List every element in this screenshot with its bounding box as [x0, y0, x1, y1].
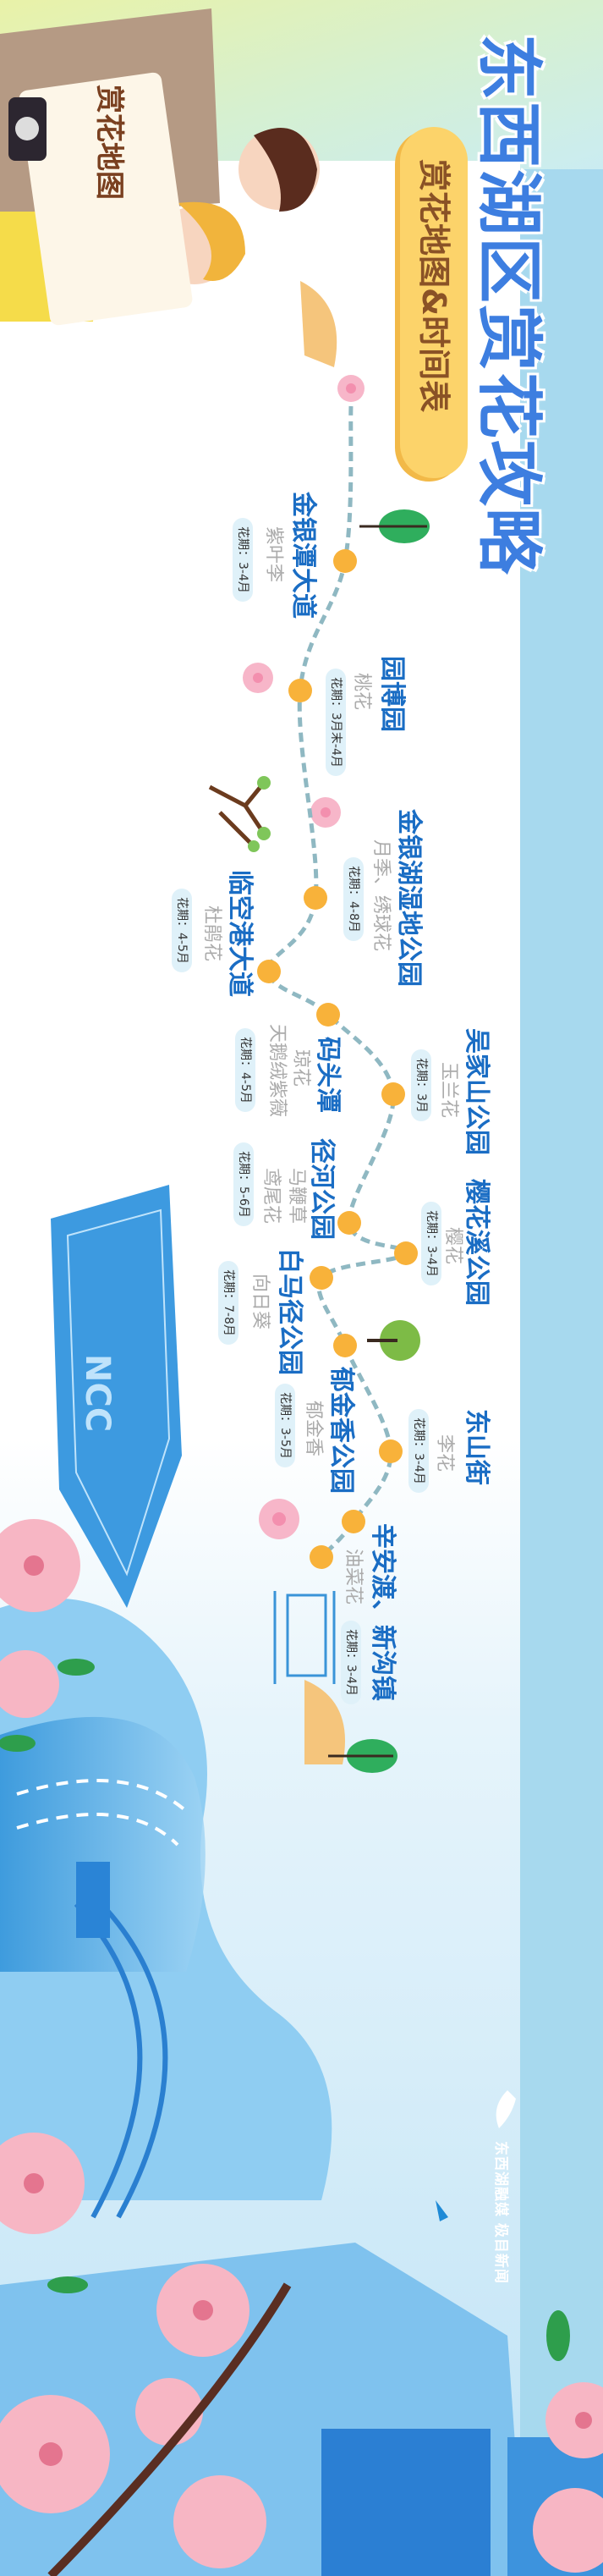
stop-flower: 向日葵 [249, 1274, 271, 1330]
stop-dot [310, 1545, 333, 1569]
stop-flower: 杜鹃花 [201, 905, 222, 962]
stop-dot [257, 960, 281, 983]
branch-tree-icon [208, 776, 271, 852]
bloom-period-badge: 花期：5-6月 [233, 1142, 254, 1226]
stop-name: 园博园 [377, 656, 407, 732]
bird-icon [436, 2200, 448, 2221]
stop-name: 金银湖湿地公园 [394, 809, 424, 987]
bloom-period-badge: 花期：3月 [411, 1049, 431, 1121]
stop-flower: 鸢尾花 [260, 1168, 282, 1225]
stop-dot [337, 1211, 361, 1235]
stop-dot [304, 886, 327, 910]
stop-flower: 天鹅绒紫薇 [266, 1024, 288, 1118]
stop-flower: 紫叶李 [263, 526, 284, 583]
stop-flower: 玉兰花 [438, 1062, 459, 1119]
bloom-period-badge: 花期：3-5月 [275, 1384, 295, 1467]
stop-flower: 琼花 [290, 1049, 311, 1087]
ncc-building [51, 1185, 182, 1608]
building-label: NCC [78, 1354, 117, 1433]
leaf-tree-icon [328, 1739, 397, 1773]
stop-name: 白马径公园 [275, 1248, 304, 1375]
flower-icon [243, 663, 273, 693]
stop-flower: 马鞭草 [286, 1168, 307, 1225]
stop-flower: 郁金香 [303, 1401, 324, 1457]
boat-shape [300, 281, 337, 367]
stop-flower: 李花 [434, 1434, 455, 1472]
stop-flower: 月季、绣球花 [370, 839, 392, 952]
stop-name: 东山街 [462, 1409, 491, 1485]
boat-shape [304, 1680, 345, 1764]
bloom-period-badge: 花期：3-4月 [341, 1621, 361, 1704]
stop-dot [316, 1003, 340, 1027]
tower [76, 1862, 110, 1938]
stop-name: 辛安渡、新沟镇 [368, 1523, 397, 1701]
bloom-period-badge: 花期：3-4月 [233, 518, 253, 602]
stop-flower: 桃花 [351, 673, 372, 711]
stop-dot [342, 1510, 365, 1533]
gate-icon [273, 1591, 336, 1684]
stop-name: 临空港大道 [225, 870, 255, 997]
logo-mark [496, 2090, 516, 2128]
stop-name: 樱花溪公园 [462, 1179, 491, 1306]
stop-flower: 油菜花 [343, 1549, 364, 1605]
sign-text: 赏花地图 [92, 85, 126, 200]
bridge [74, 1902, 168, 2219]
stop-name: 径河公园 [307, 1138, 337, 1240]
flower-icon [310, 797, 341, 828]
stop-flower: 樱花 [442, 1227, 463, 1265]
stop-name: 郁金香公园 [326, 1367, 356, 1494]
bloom-period-badge: 花期：4-5月 [235, 1028, 255, 1112]
round-tree-icon [367, 1320, 420, 1361]
subtitle-badge [400, 127, 468, 478]
bloom-period-badge: 花期：7-8月 [218, 1261, 238, 1345]
stop-name: 金银潭大道 [288, 492, 318, 619]
people-illustration [0, 8, 320, 326]
bloom-period-badge: 花期：4-5月 [172, 889, 192, 972]
stop-name: 码头潭 [313, 1037, 343, 1113]
skyline [321, 2429, 491, 2576]
page-title: 东西湖区赏花攻略 [470, 34, 546, 576]
stop-dot [310, 1266, 333, 1290]
flower-icon [259, 1499, 299, 1539]
stop-dot [333, 549, 357, 573]
stop-dot [288, 679, 312, 702]
bloom-period-badge: 花期：3-4月 [421, 1202, 441, 1285]
side-strip [520, 169, 603, 2576]
bloom-period-badge: 花期：4-8月 [343, 857, 364, 941]
stop-dot [333, 1334, 357, 1357]
stop-dot [379, 1439, 403, 1463]
footer-logo-text: 东西湖融媒 极目新闻 [492, 2141, 509, 2284]
page-subtitle: 赏花地图&时间表 [415, 159, 452, 413]
flower-icon [337, 375, 365, 402]
stop-dot [394, 1241, 418, 1265]
route-path [266, 405, 408, 1559]
stop-name: 吴家山公园 [462, 1028, 491, 1155]
leaf-tree-icon [359, 509, 430, 543]
bloom-period-badge: 花期：3月末-4月 [326, 669, 346, 776]
bloom-period-badge: 花期：3-4月 [408, 1409, 429, 1493]
stop-dot [381, 1082, 405, 1106]
